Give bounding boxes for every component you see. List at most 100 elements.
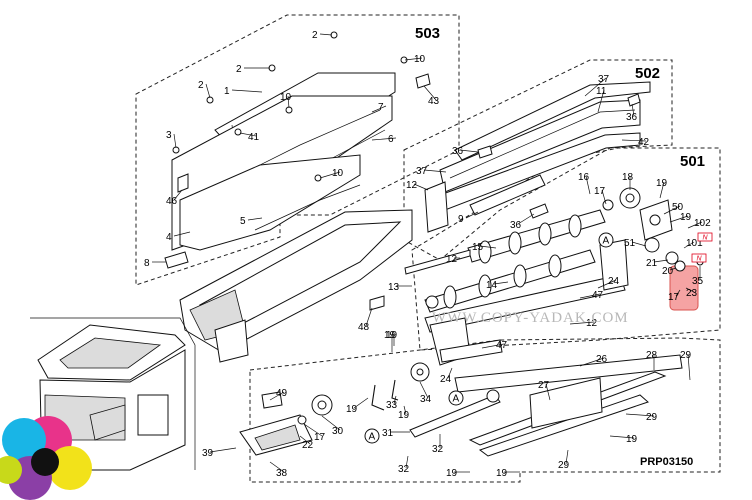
callout-low-19b: 19 xyxy=(626,434,638,445)
callout-low-33: 33 xyxy=(386,400,398,411)
leader-line-g501-48 xyxy=(365,307,373,327)
callout-g503-6: 6 xyxy=(388,134,394,145)
callout-g502-11: 11 xyxy=(596,86,607,97)
callout-g501-19b: 19 xyxy=(680,212,692,223)
part-lever-33 xyxy=(391,379,399,401)
callout-low-31: 31 xyxy=(382,428,394,439)
callout-g503-1: 1 xyxy=(224,86,230,97)
section-markers: AAA xyxy=(364,232,614,444)
leader-line-g503-41 xyxy=(239,132,257,137)
callout-g501-101: 101 xyxy=(686,238,703,249)
callout-low-27: 27 xyxy=(538,380,550,391)
callout-g502-36c: 36 xyxy=(510,220,522,231)
part-wire-19 xyxy=(371,384,385,411)
callout-low-17c: 17 xyxy=(314,432,326,443)
leader-line-g503-5 xyxy=(247,217,263,221)
callout-low-29a: 29 xyxy=(680,350,692,361)
leader-line-g502-36a xyxy=(631,103,635,117)
callout-low-30: 30 xyxy=(332,426,344,437)
leader-line-g503-10b xyxy=(287,95,290,109)
callout-low-32b: 32 xyxy=(432,444,444,455)
leader-line-g501-21 xyxy=(653,259,669,263)
part-plate-27 xyxy=(529,377,603,429)
leader-line-low-30 xyxy=(321,415,341,431)
callout-g501-20: 20 xyxy=(662,266,674,277)
part-bracket-50 xyxy=(639,199,673,241)
callout-low-47b: 47 xyxy=(496,340,508,351)
callout-g501-47a: 47 xyxy=(592,290,604,301)
callout-g502-9: 9 xyxy=(458,214,464,225)
watermark-text: WWW.COPY-YADAK.COM xyxy=(432,310,629,326)
part-rod-9 xyxy=(469,174,546,216)
leader-line-g501-12c xyxy=(569,321,595,325)
part-gear-51 xyxy=(644,237,660,253)
part-gear-18 xyxy=(619,187,641,209)
callout-g502-36a: 36 xyxy=(626,112,638,123)
leader-line-g502-42 xyxy=(621,139,647,142)
callout-g501-50: 50 xyxy=(672,202,684,213)
callout-g503-46: 46 xyxy=(166,196,178,207)
callout-low-26: 26 xyxy=(596,354,608,365)
leader-line-low-38 xyxy=(269,461,285,473)
callout-g501-12c: 12 xyxy=(586,318,598,329)
part-carriage-end-12 xyxy=(424,181,449,233)
callout-g502-42: 42 xyxy=(638,137,650,148)
leader-line-g503-3 xyxy=(173,133,177,149)
callout-g503-10c: 10 xyxy=(332,168,344,179)
callout-g501-19a: 19 xyxy=(656,178,668,189)
copier-thumbnail xyxy=(30,317,196,471)
callout-g501-102: 102 xyxy=(694,218,711,229)
part-clip-48 xyxy=(369,295,385,311)
part-side-frame xyxy=(599,239,629,291)
callout-g503-7: 7 xyxy=(378,102,384,113)
callout-g503-2a: 2 xyxy=(312,30,318,41)
callout-g502-12a: 12 xyxy=(406,180,418,191)
callout-g501-24a: 24 xyxy=(608,276,620,287)
part-bracket-46 xyxy=(177,173,189,193)
leader-line-g501-101 xyxy=(683,241,695,249)
part-paper-tray xyxy=(179,209,413,363)
leader-line-g502-36c xyxy=(517,213,535,225)
callout-g503-5: 5 xyxy=(240,216,246,227)
leader-line-g503-43 xyxy=(423,85,437,101)
leader-line-g501-47a xyxy=(579,293,601,299)
part-gear-21 xyxy=(665,251,679,265)
callout-g503-10b: 10 xyxy=(280,92,292,103)
callout-low-32a: 32 xyxy=(398,464,410,475)
callout-g501-15: 15 xyxy=(472,242,484,253)
leader-line-g503-6 xyxy=(371,137,397,141)
callout-g503-10a: 10 xyxy=(414,54,426,65)
leader-line-low-47b xyxy=(481,343,505,349)
callout-g501-18: 18 xyxy=(622,172,634,183)
leader-line-g501-19b xyxy=(669,215,689,223)
part-clip-36 xyxy=(529,203,549,219)
leader-line-low-19e xyxy=(403,405,407,415)
leader-line-g503-2a xyxy=(319,33,333,36)
callout-low-34: 34 xyxy=(420,394,432,405)
part-roller-31 xyxy=(409,389,501,438)
callout-g501-14: 14 xyxy=(486,280,498,291)
leader-line-g502-37b xyxy=(423,169,447,173)
part-guide-plate xyxy=(424,274,626,333)
leader-line-low-19b xyxy=(609,435,635,439)
callout-low-19e: 19 xyxy=(398,410,410,421)
callout-g501-51: 51 xyxy=(624,238,636,249)
part-bushing-17c xyxy=(297,415,307,425)
callout-g502-37a: 37 xyxy=(598,74,610,85)
leader-line-g503-7 xyxy=(371,105,387,113)
leader-line-low-26 xyxy=(579,357,605,367)
callout-g501-17a: 17 xyxy=(594,186,606,197)
svg-text:N: N xyxy=(703,235,709,242)
leader-line-low-24b xyxy=(447,367,453,379)
leader-line-low-32a xyxy=(405,455,409,469)
part-bushing-17 xyxy=(602,199,614,211)
leader-line-g501-17b xyxy=(675,289,681,297)
callout-low-19g: 19 xyxy=(384,330,396,341)
part-mount-plate-38 xyxy=(239,414,313,456)
callout-g502-36b: 36 xyxy=(452,146,464,157)
group-label-503: 503 xyxy=(415,25,440,42)
callout-g502-37b: 37 xyxy=(416,166,428,177)
leader-line-g502-37a xyxy=(584,77,607,97)
